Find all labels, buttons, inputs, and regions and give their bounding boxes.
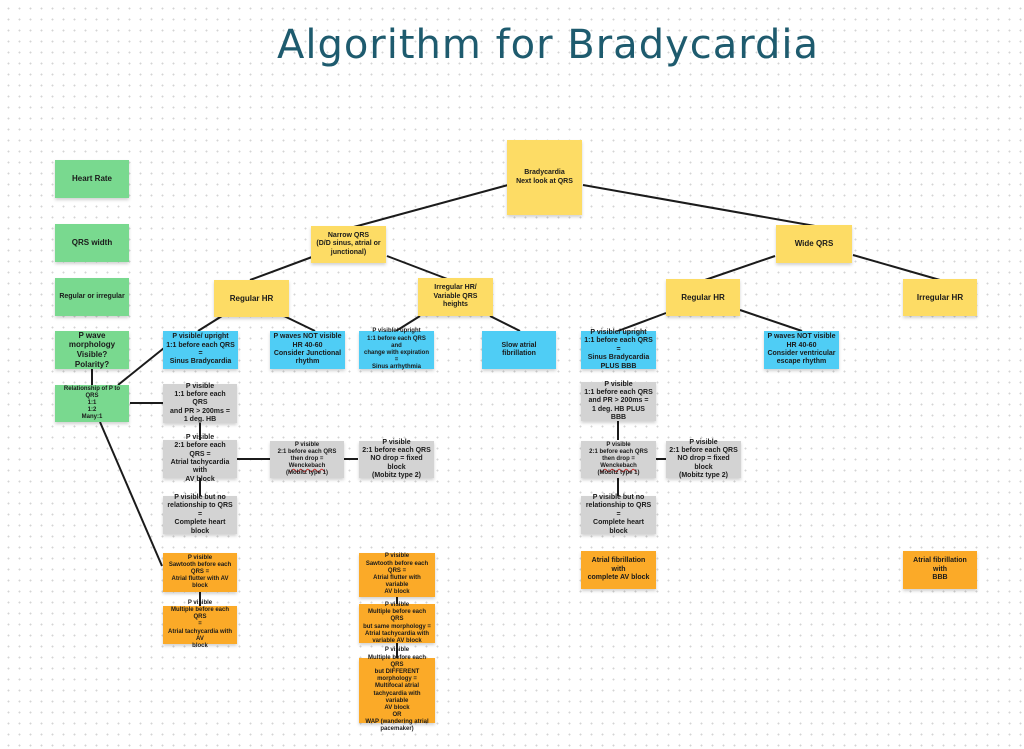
node-bradycardia-root[interactable]: Bradycardia Next look at QRS — [507, 140, 582, 215]
criteria-heart-rate[interactable]: Heart Rate — [55, 160, 129, 198]
node-sinus-arrhythmia[interactable]: P visible/ upright 1:1 before each QRS a… — [359, 328, 434, 370]
node-wide-qrs[interactable]: Wide QRS — [776, 225, 852, 263]
node-atrial-flutter-variable[interactable]: P visible Sawtooth before each QRS = Atr… — [359, 553, 435, 597]
connector — [704, 255, 776, 281]
connector — [249, 256, 313, 281]
node-ventricular-escape[interactable]: P waves NOT visible HR 40-60 Consider ve… — [764, 331, 839, 369]
connector — [852, 254, 941, 281]
node-multifocal-atrial-tachycardia[interactable]: P visible Multiple before each QRS but D… — [359, 647, 435, 732]
connector — [349, 184, 509, 229]
node-atrial-flutter[interactable]: P visible Sawtooth before each QRS = Atr… — [163, 553, 237, 592]
connector — [395, 315, 421, 332]
connector — [489, 315, 521, 332]
node-atrial-tachycardia-av-block[interactable]: P visible Multiple before each QRS = Atr… — [163, 600, 237, 649]
node-wide-wenckebach[interactable]: P visible 2:1 before each QRS then drop … — [581, 441, 656, 478]
node-wenckebach[interactable]: P visible 2:1 before each QRS then drop … — [270, 441, 344, 478]
node-first-degree-hb-bbb[interactable]: P visible 1:1 before each QRS and PR > 2… — [581, 381, 656, 421]
node-two-to-one-block[interactable]: P visible 2:1 before each QRS = Atrial t… — [163, 434, 237, 483]
node-wide-complete-heart-block[interactable]: P visible but no relationship to QRS = C… — [581, 494, 656, 535]
node-junctional-rhythm[interactable]: P waves NOT visible HR 40-60 Consider Ju… — [270, 331, 345, 369]
connector — [197, 315, 223, 332]
node-wide-irregular-hr[interactable]: Irregular HR — [903, 279, 977, 316]
node-mobitz-type-2[interactable]: P visible 2:1 before each QRS NO drop = … — [359, 439, 434, 479]
diagram-title: Algorithm for Bradycardia — [276, 22, 820, 68]
connector — [739, 309, 803, 332]
node-wide-regular-hr[interactable]: Regular HR — [666, 279, 740, 316]
node-narrow-qrs[interactable]: Narrow QRS (D/D sinus, atrial or junctio… — [311, 226, 386, 263]
connector — [582, 184, 816, 227]
node-narrow-irregular-hr[interactable]: Irregular HR/ Variable QRS heights — [418, 278, 493, 316]
connector — [283, 315, 316, 332]
node-af-complete-av-block[interactable]: Atrial fibrillation with complete AV blo… — [581, 551, 656, 589]
node-narrow-regular-hr[interactable]: Regular HR — [214, 280, 289, 317]
node-complete-heart-block[interactable]: P visible but no relationship to QRS = C… — [163, 494, 237, 535]
wenckebach-text: P visible 2:1 before each QRS then drop … — [277, 441, 337, 477]
node-sinus-bradycardia[interactable]: P visible/ upright 1:1 before each QRS =… — [163, 331, 238, 369]
node-slow-atrial-fibrillation[interactable]: Slow atrial fibrillation — [482, 331, 556, 369]
criteria-p-qrs-relationship[interactable]: Relationship of P to QRS 1:1 1:2 Many:1 — [55, 385, 129, 422]
criteria-regular-irregular[interactable]: Regular or irregular — [55, 278, 129, 316]
wide-wenckebach-text: P visible 2:1 before each QRS then drop … — [589, 441, 648, 477]
connector — [99, 421, 163, 567]
connector — [386, 255, 451, 281]
connector — [117, 347, 165, 386]
node-atrial-tachycardia-variable[interactable]: P visible Multiple before each QRS but s… — [359, 602, 435, 644]
connector — [617, 312, 667, 332]
criteria-p-wave-morphology[interactable]: P wave morphology Visible? Polarity? — [55, 331, 129, 369]
node-first-degree-hb[interactable]: P visible 1:1 before each QRS and PR > 2… — [163, 383, 237, 423]
criteria-qrs-width[interactable]: QRS width — [55, 224, 129, 262]
node-wide-mobitz-type-2[interactable]: P visible 2:1 before each QRS NO drop = … — [666, 439, 741, 479]
node-sinus-bradycardia-bbb[interactable]: P visible/ upright 1:1 before each QRS =… — [581, 329, 656, 370]
node-af-bbb[interactable]: Atrial fibrillation with BBB — [903, 551, 977, 589]
